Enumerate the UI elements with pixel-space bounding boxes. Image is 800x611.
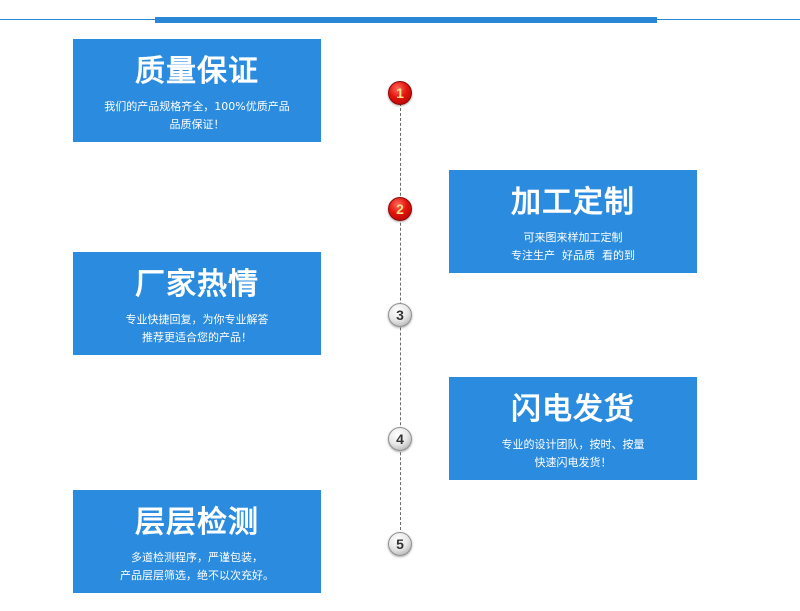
step-marker-3: 3 [388,303,412,327]
feature-card-shipping: 闪电发货 专业的设计团队，按时、按量 快速闪电发货！ [449,377,697,480]
feature-card-desc-line: 专业的设计团队，按时、按量 [501,438,645,451]
feature-card-description: 专业的设计团队，按时、按量 快速闪电发货！ [449,436,697,472]
feature-card-title: 质量保证 [135,54,259,89]
feature-card-title: 层层检测 [135,505,259,540]
header-accent-bar [155,17,657,23]
feature-card-title: 厂家热情 [135,267,259,302]
feature-card-description: 多道检测程序，严谨包装， 产品层层筛选，绝不以次充好。 [73,549,321,585]
feature-card-quality: 质量保证 我们的产品规格齐全，100%优质产品 品质保证！ [73,39,321,142]
feature-card-desc-line: 产品层层筛选，绝不以次充好。 [120,569,274,582]
feature-card-service: 厂家热情 专业快捷回复，为你专业解答 推荐更适合您的产品！ [73,252,321,355]
feature-card-desc-line: 我们的产品规格齐全，100%优质产品 [104,100,290,113]
feature-card-desc-line: 专注生产 好品质 看的到 [511,249,635,262]
feature-card-title: 闪电发货 [511,392,635,427]
feature-card-desc-line: 品质保证！ [169,118,225,131]
feature-card-description: 我们的产品规格齐全，100%优质产品 品质保证！ [73,98,321,134]
step-marker-4: 4 [388,427,412,451]
feature-card-inspection: 层层检测 多道检测程序，严谨包装， 产品层层筛选，绝不以次充好。 [73,490,321,593]
feature-card-description: 可来图来样加工定制 专注生产 好品质 看的到 [449,229,697,265]
feature-card-desc-line: 可来图来样加工定制 [523,231,623,244]
step-marker-2: 2 [388,197,412,221]
feature-card-desc-line: 快速闪电发货！ [534,456,612,469]
step-marker-5: 5 [388,532,412,556]
feature-card-desc-line: 多道检测程序，严谨包装， [131,551,263,564]
feature-card-desc-line: 专业快捷回复，为你专业解答 [125,313,269,326]
feature-card-description: 专业快捷回复，为你专业解答 推荐更适合您的产品！ [73,311,321,347]
feature-card-customization: 加工定制 可来图来样加工定制 专注生产 好品质 看的到 [449,170,697,273]
step-marker-1: 1 [388,81,412,105]
feature-card-desc-line: 推荐更适合您的产品！ [142,331,252,344]
feature-card-title: 加工定制 [511,185,635,220]
